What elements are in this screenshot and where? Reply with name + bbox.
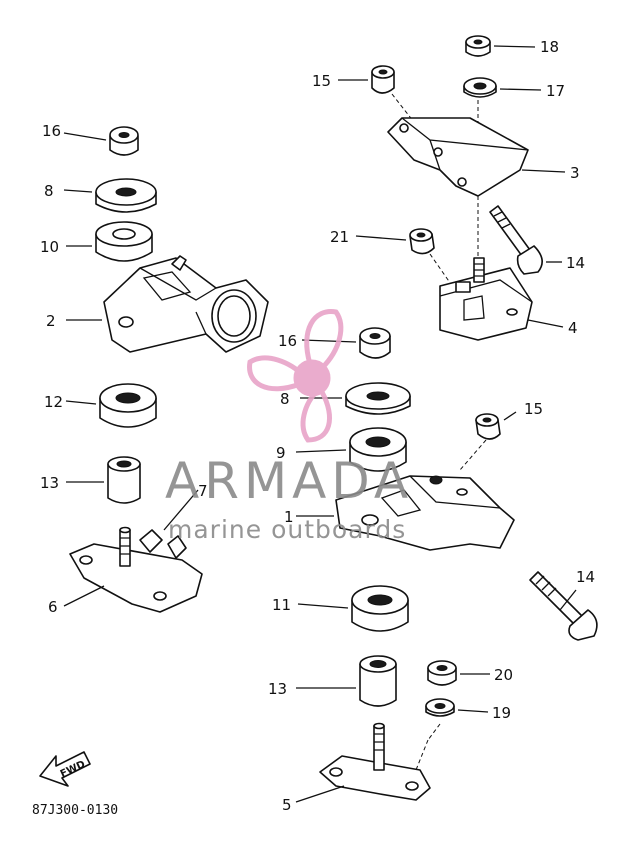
watermark-brand: ARMADA: [165, 452, 413, 510]
part-20-nut: [427, 660, 490, 686]
part-2-left-bracket: [66, 255, 269, 353]
part-16-nut-center: [301, 327, 391, 359]
fwd-arrow-icon: FWD: [39, 751, 91, 787]
callout-labels: 18 17 15 3 14 21 4 16 8 10 2 16 8 12 15 …: [40, 38, 595, 814]
part-19-washer: [425, 698, 489, 717]
callout-11: 11: [272, 596, 291, 614]
callout-8-left: 8: [44, 182, 54, 200]
callout-16-left: 16: [42, 122, 61, 140]
armada-watermark-logo: ARMADA marine outboards: [165, 309, 413, 544]
part-9-bushing: [295, 427, 407, 472]
callout-8-center: 8: [280, 390, 290, 408]
propeller-icon: [247, 309, 344, 443]
callout-7: 7: [198, 482, 208, 500]
part-14-bolt-upper: [489, 205, 562, 275]
watermark-tagline: marine outboards: [168, 515, 406, 544]
callout-15-right: 15: [524, 400, 543, 418]
callout-13-left: 13: [40, 474, 59, 492]
callout-14-upper: 14: [566, 254, 585, 272]
part-8-washer-left: [63, 178, 157, 213]
part-12-bushing: [65, 383, 157, 428]
callout-14-lower: 14: [576, 568, 595, 586]
callout-21: 21: [330, 228, 349, 246]
callout-5: 5: [282, 796, 292, 814]
part-7-clip: [139, 489, 199, 559]
part-15-nut-upper: [338, 65, 395, 94]
part-13-collar-left: [66, 456, 141, 504]
callout-6: 6: [48, 598, 58, 616]
callout-19: 19: [492, 704, 511, 722]
part-10-bushing: [66, 221, 153, 262]
callout-2: 2: [46, 312, 56, 330]
callout-1: 1: [284, 508, 294, 526]
callout-9: 9: [276, 444, 286, 462]
callout-10: 10: [40, 238, 59, 256]
callout-16-center: 16: [278, 332, 297, 350]
part-3-upper-bracket: [387, 117, 566, 197]
diagram-code: 87J300-0130: [32, 803, 118, 818]
part-14-bolt-lower: [529, 571, 598, 641]
part-13-collar-lower: [296, 655, 397, 707]
part-11-bushing: [297, 585, 409, 632]
callout-4: 4: [568, 319, 578, 337]
part-5-lower-plate: [295, 722, 431, 803]
part-18-nut: [465, 35, 536, 57]
callout-3: 3: [570, 164, 580, 182]
part-21-nut: [355, 228, 435, 255]
callout-20: 20: [494, 666, 513, 684]
callout-12: 12: [44, 393, 63, 411]
part-1-main-bracket: [296, 475, 515, 551]
callout-17: 17: [546, 82, 565, 100]
part-8-washer-center: [300, 382, 411, 415]
part-15-nut-right: [475, 411, 517, 440]
callout-15-upper: 15: [312, 72, 331, 90]
part-16-nut-left: [63, 126, 139, 156]
part-17-washer: [463, 77, 542, 98]
callout-18: 18: [540, 38, 559, 56]
part-6-lower-plate-left: [63, 526, 203, 613]
part-4-mount-block: [439, 257, 564, 341]
callout-13-lower: 13: [268, 680, 287, 698]
